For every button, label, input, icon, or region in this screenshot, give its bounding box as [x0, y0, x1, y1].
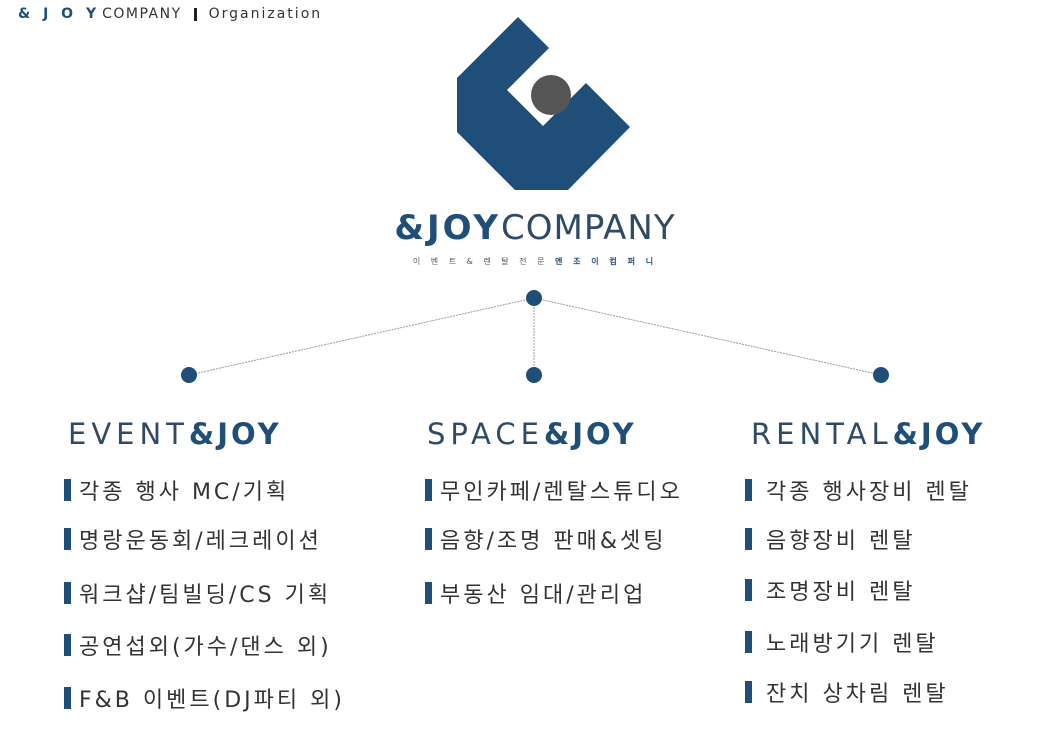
list-item-text: 워크샵/팀빌딩/CS 기획 [79, 583, 332, 608]
list-item-text: 각종 행사장비 렌탈 [766, 480, 972, 505]
list-item-text: 각종 행사 MC/기획 [79, 480, 290, 505]
bullet-bar [745, 631, 752, 653]
bullet-bar [64, 582, 71, 604]
logo-shape [457, 17, 630, 190]
list-item-text: 조명장비 렌탈 [766, 580, 916, 605]
list-item: 노래방기기 렌탈 [745, 628, 939, 657]
bullet-bar [745, 579, 752, 601]
list-item: 부동산 임대/관리업 [425, 579, 647, 608]
bullet-bar [745, 681, 752, 703]
tagline-normal: 이 벤 트 & 렌 탈 전 문 [412, 257, 549, 266]
list-item: 공연섭외(가수/댄스 외) [64, 631, 332, 660]
column-title-rental: RENTAL&JOY [751, 414, 985, 454]
list-item: 잔치 상차림 렌탈 [745, 678, 949, 707]
page-header: & J O Y COMPANY Organization [18, 5, 322, 23]
list-item-text: 잔치 상차림 렌탈 [766, 682, 949, 707]
bullet-bar [745, 528, 752, 550]
header-separator [193, 7, 197, 21]
bullet-bar [64, 479, 71, 501]
connector-left [188, 297, 535, 376]
list-item-text: F&B 이벤트(DJ파티 외) [79, 688, 345, 713]
list-item-text: 공연섭외(가수/댄스 외) [79, 635, 332, 660]
column-title-bold: &JOY [543, 417, 637, 451]
bullet-bar [64, 687, 71, 709]
list-item-text: 음향장비 렌탈 [766, 529, 916, 554]
header-section: Organization [208, 6, 323, 22]
column-space: SPACE&JOY [427, 414, 637, 454]
list-item: 워크샵/팀빌딩/CS 기획 [64, 579, 332, 608]
bullet-bar [425, 479, 432, 501]
list-item: 무인카페/렌탈스튜디오 [425, 476, 683, 505]
list-item: F&B 이벤트(DJ파티 외) [64, 684, 345, 713]
node-root [526, 290, 542, 306]
list-item-text: 노래방기기 렌탈 [766, 632, 939, 657]
node-event [181, 367, 197, 383]
bullet-bar [64, 634, 71, 656]
column-title-event: EVENT&JOY [68, 414, 282, 454]
column-title-bold: &JOY [188, 417, 282, 451]
list-item: 명랑운동회/레크레이션 [64, 525, 322, 554]
bullet-bar [425, 528, 432, 550]
logo-dot [531, 75, 571, 115]
column-title-bold: &JOY [892, 417, 986, 451]
list-item-text: 부동산 임대/관리업 [440, 583, 647, 608]
brand-normal: COMPANY [500, 208, 676, 248]
node-space [526, 367, 542, 383]
bullet-bar [425, 582, 432, 604]
bullet-bar [64, 528, 71, 550]
joy-company-logo-icon [457, 17, 630, 190]
brand-bold: &JOY [394, 208, 501, 248]
header-brand-normal: COMPANY [102, 6, 182, 22]
list-item-text: 음향/조명 판매&셋팅 [440, 529, 667, 554]
column-title-normal: EVENT [68, 417, 189, 451]
bullet-bar [745, 479, 752, 501]
column-title-normal: RENTAL [751, 417, 893, 451]
column-event: EVENT&JOY [68, 414, 282, 454]
column-rental: RENTAL&JOY [751, 414, 985, 454]
column-title-space: SPACE&JOY [427, 414, 637, 454]
list-item-text: 무인카페/렌탈스튜디오 [440, 480, 683, 505]
list-item: 각종 행사 MC/기획 [64, 476, 290, 505]
connector-right [533, 297, 882, 376]
brand-tagline: 이 벤 트 & 렌 탈 전 문 엔 조 이 컴 퍼 니 [340, 256, 730, 267]
list-item: 조명장비 렌탈 [745, 576, 916, 605]
column-title-normal: SPACE [427, 417, 544, 451]
header-brand-bold: & J O Y [18, 6, 101, 22]
brand-wordmark: &JOYCOMPANY [340, 208, 730, 248]
list-item: 음향장비 렌탈 [745, 525, 916, 554]
tagline-bold: 엔 조 이 컴 퍼 니 [555, 257, 658, 266]
list-item: 음향/조명 판매&셋팅 [425, 525, 667, 554]
list-item: 각종 행사장비 렌탈 [745, 476, 972, 505]
node-rental [873, 367, 889, 383]
list-item-text: 명랑운동회/레크레이션 [79, 529, 322, 554]
